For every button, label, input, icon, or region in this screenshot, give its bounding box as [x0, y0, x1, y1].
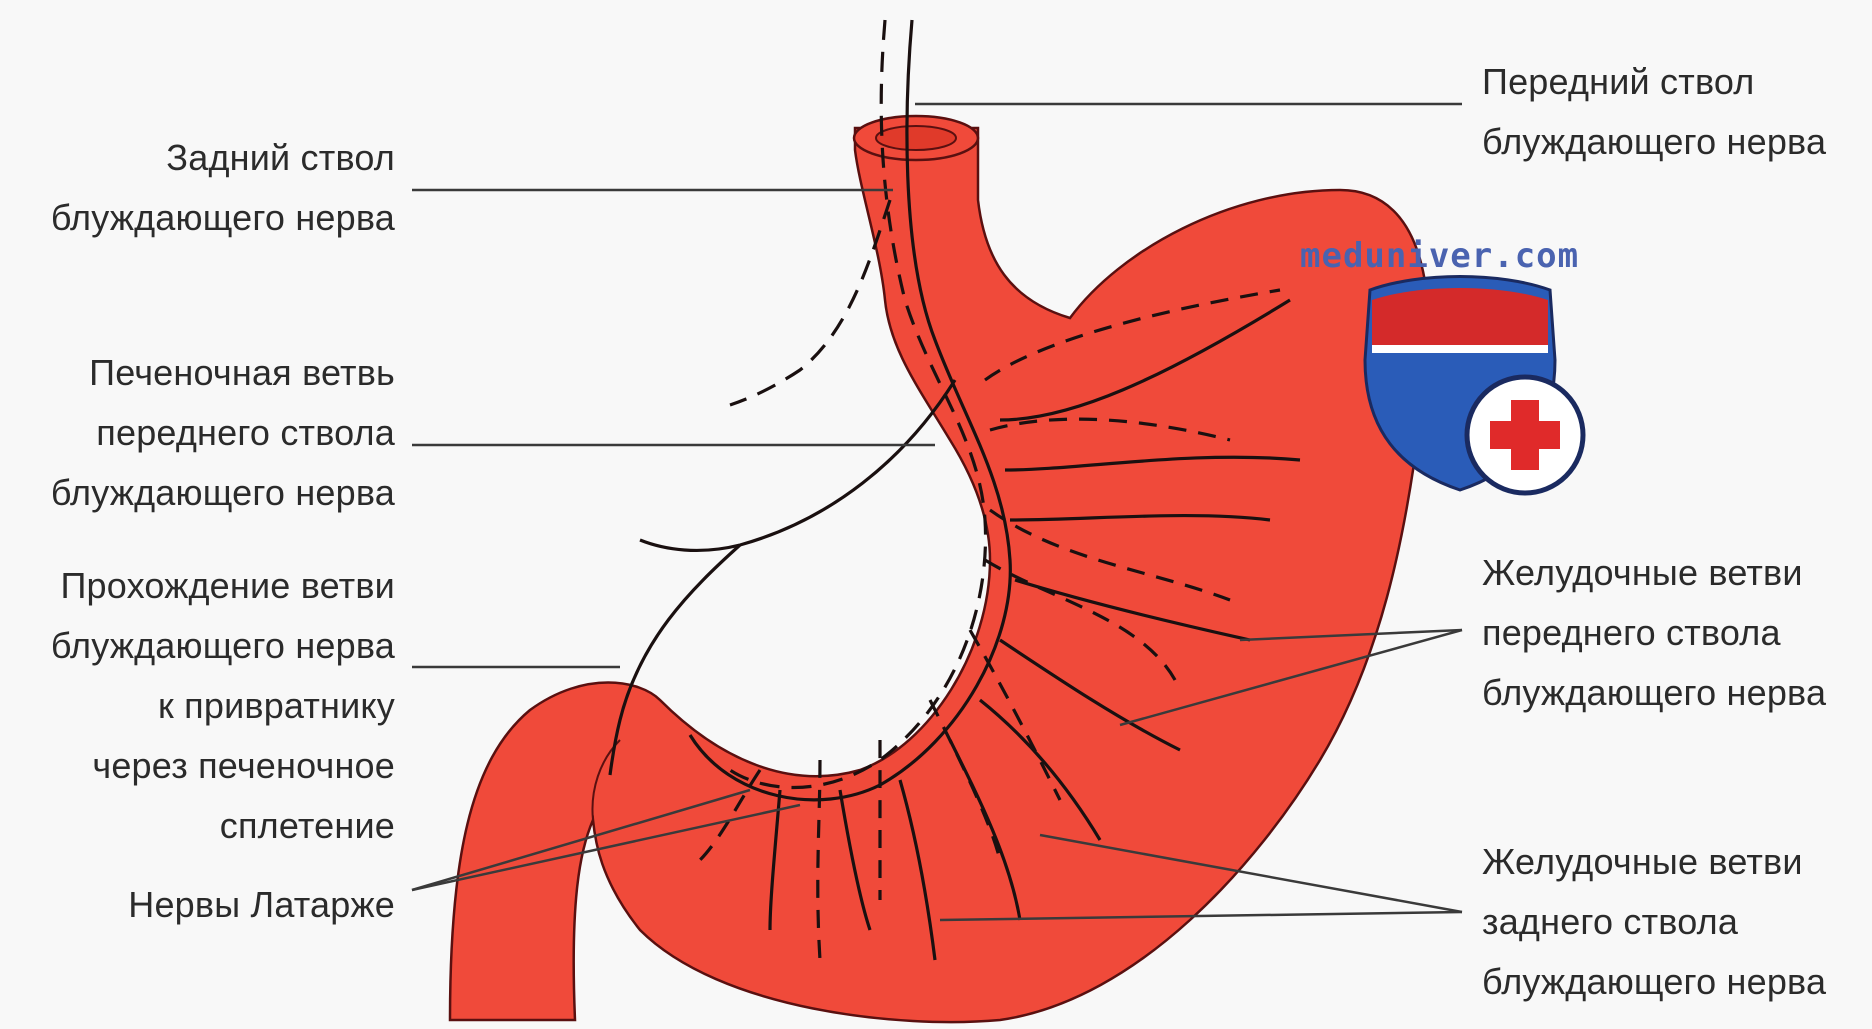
watermark-text: meduniver.com: [1300, 236, 1579, 276]
label-anterior-trunk: Передний ствол блуждающего нерва: [1482, 52, 1862, 172]
logo-shield-red-band: [1372, 288, 1548, 345]
hepatic-branch-nerve: [640, 380, 955, 550]
label-gastric-posterior: Желудочные ветви заднего ствола блуждающ…: [1482, 832, 1862, 1012]
logo-shield-white-stripe: [1372, 345, 1548, 353]
label-posterior-trunk: Задний ствол блуждающего нерва: [10, 128, 395, 248]
label-latarjet: Нервы Латаржe: [10, 875, 395, 935]
label-pylorus-branch: Прохождение ветви блуждающего нерва к пр…: [10, 556, 395, 856]
label-hepatic-branch: Печеночная ветвь переднего ствола блужда…: [10, 343, 395, 523]
esophagus-lumen: [876, 126, 956, 150]
posterior-celiac-branch: [730, 200, 890, 405]
stomach-shape: [450, 128, 1429, 1022]
label-gastric-anterior: Желудочные ветви переднего ствола блужда…: [1482, 543, 1862, 723]
